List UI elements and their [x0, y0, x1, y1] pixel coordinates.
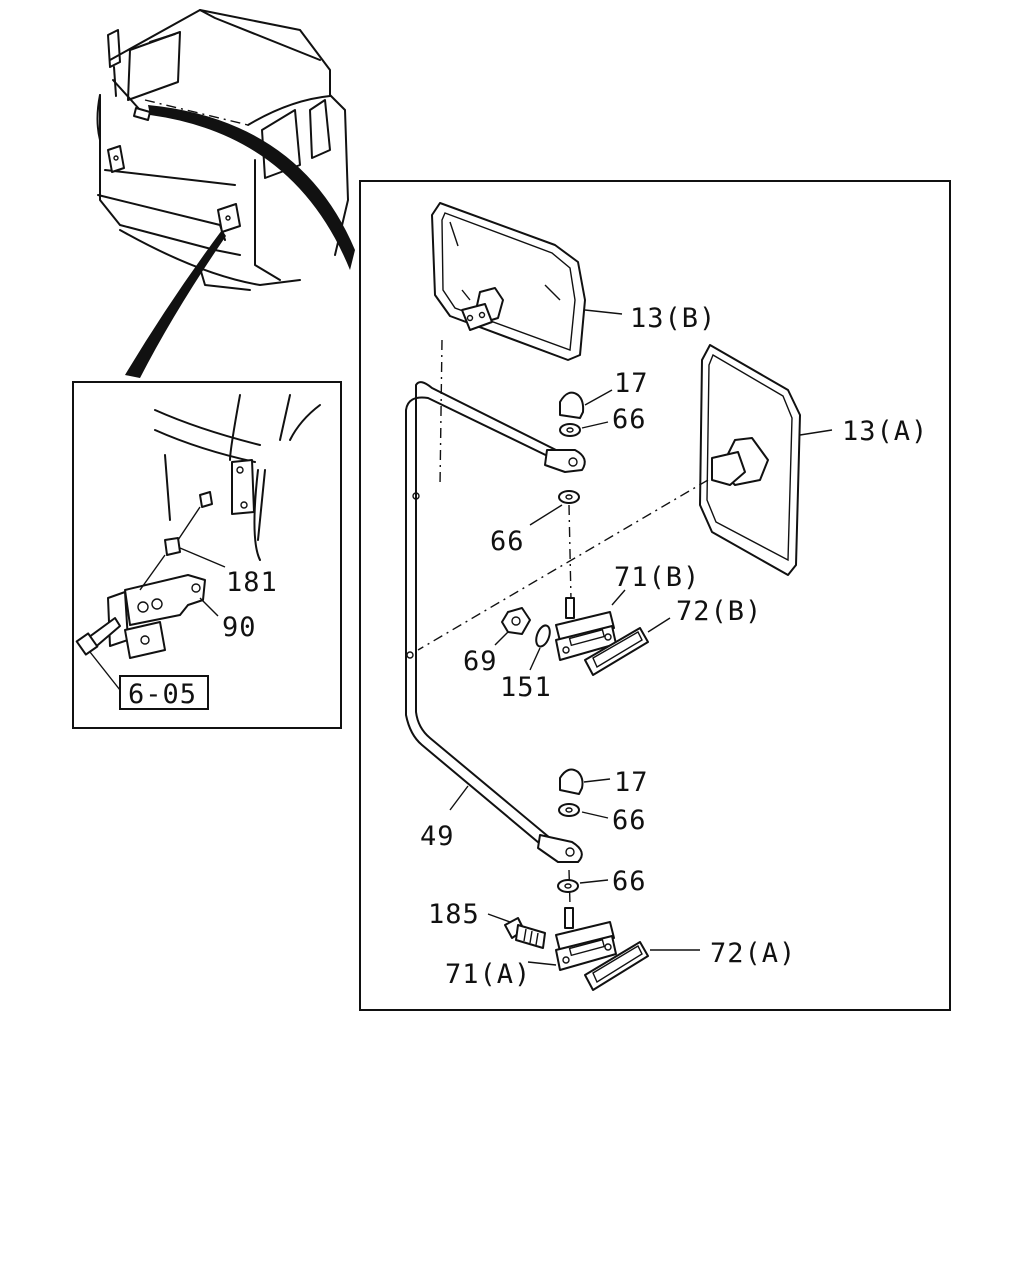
callout-66-bot1: 66 [612, 805, 647, 836]
callout-arrow-upper [148, 105, 355, 270]
callout-71a: 71(A) [445, 959, 531, 990]
callout-185: 185 [428, 899, 480, 930]
callout-17-bot: 17 [614, 767, 649, 798]
callout-13b: 13(B) [630, 303, 716, 334]
callout-13a: 13(A) [842, 416, 928, 447]
mirror-13b [431, 202, 586, 361]
callout-181: 181 [226, 567, 278, 598]
mirror-13a [699, 344, 801, 576]
callout-66-top1: 66 [612, 404, 647, 435]
mirror-arm-49 [405, 381, 586, 863]
detail-inset [75, 394, 321, 710]
callout-151: 151 [500, 672, 552, 703]
lower-hardware [504, 768, 649, 991]
callout-arrow-lower [125, 230, 226, 378]
callout-90: 90 [222, 612, 257, 643]
callout-71b: 71(B) [614, 562, 700, 593]
callout-72b: 72(B) [676, 596, 762, 627]
reference-box [119, 675, 209, 710]
callout-69: 69 [463, 646, 498, 677]
callout-66-bot2: 66 [612, 866, 647, 897]
main-detail-frame [359, 180, 951, 1011]
leader-lines [449, 309, 833, 966]
callout-66-top2: 66 [490, 526, 525, 557]
reference-label[interactable]: 6-05 [128, 679, 197, 710]
detail-inset-frame [72, 381, 342, 729]
callout-49: 49 [420, 821, 455, 852]
callout-17-top: 17 [614, 368, 649, 399]
cab-overview [96, 9, 349, 291]
callout-72a: 72(A) [710, 938, 796, 969]
upper-hardware [501, 391, 649, 676]
